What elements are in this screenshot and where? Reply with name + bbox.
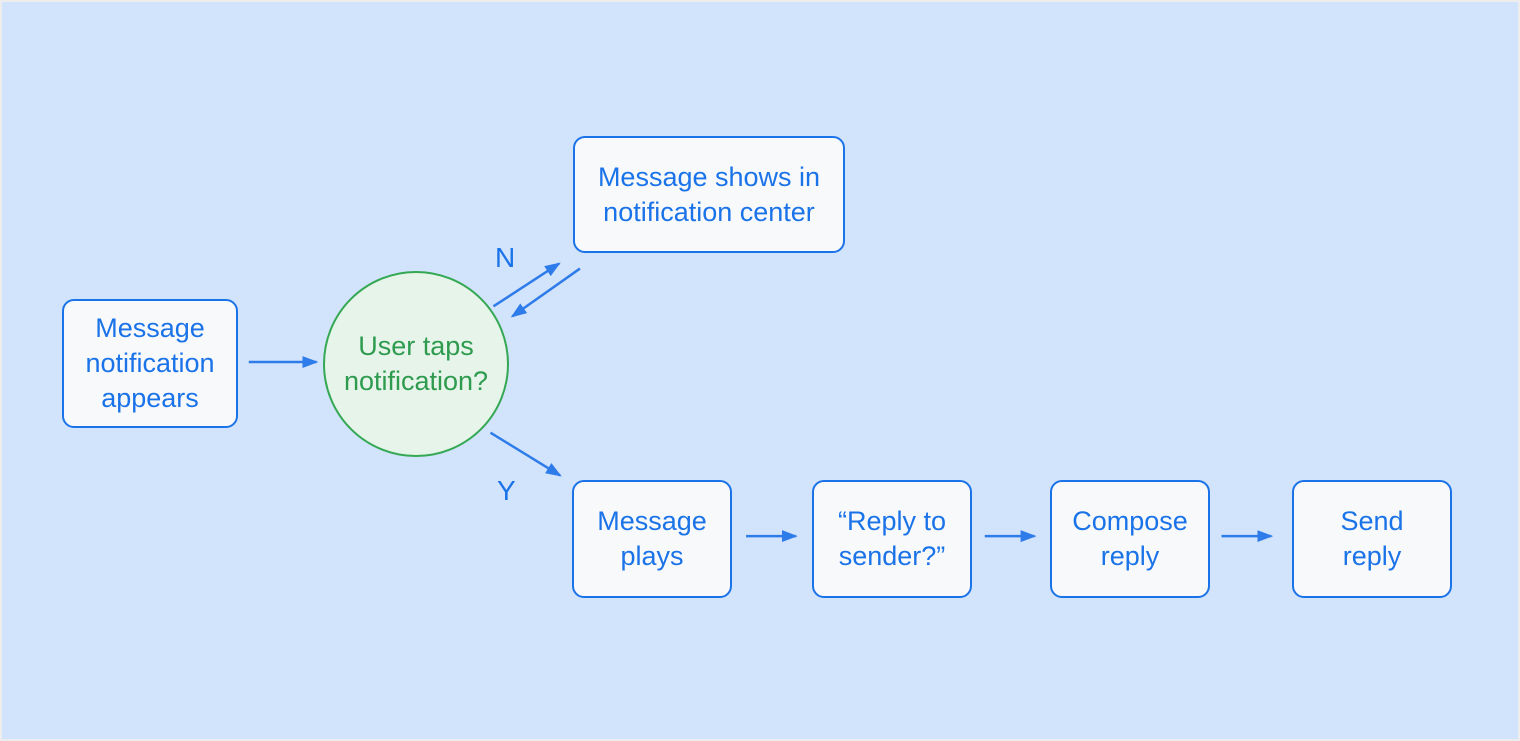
flow-node-compose-reply: Compose reply: [1050, 480, 1210, 598]
edge-decision-to-message-plays: [489, 431, 562, 477]
branch-label-yes: Y: [497, 475, 516, 506]
flow-node-message-shows-in-notification-center: Message shows in notification center: [573, 136, 845, 253]
branch-label-no: N: [495, 242, 516, 273]
edge-notification-center-to-decision: [510, 267, 581, 318]
node-label: Message plays: [597, 506, 707, 571]
node-label: Message shows in notification center: [597, 161, 821, 227]
node-label: Compose reply: [1072, 506, 1188, 571]
flow-node-message-plays: Message plays: [572, 480, 732, 598]
node-label: Message notification appears: [85, 313, 215, 413]
node-label: “Reply to sender?”: [837, 506, 947, 571]
node-label: Send reply: [1340, 506, 1404, 571]
flow-node-message-notification-appears: Message notification appears: [62, 299, 238, 428]
flow-node-decision-user-taps-notification: User taps notification?: [323, 271, 509, 457]
flow-node-reply-to-sender: “Reply to sender?”: [812, 480, 972, 598]
node-label: User taps notification?: [343, 331, 489, 396]
flow-node-send-reply: Send reply: [1292, 480, 1452, 598]
